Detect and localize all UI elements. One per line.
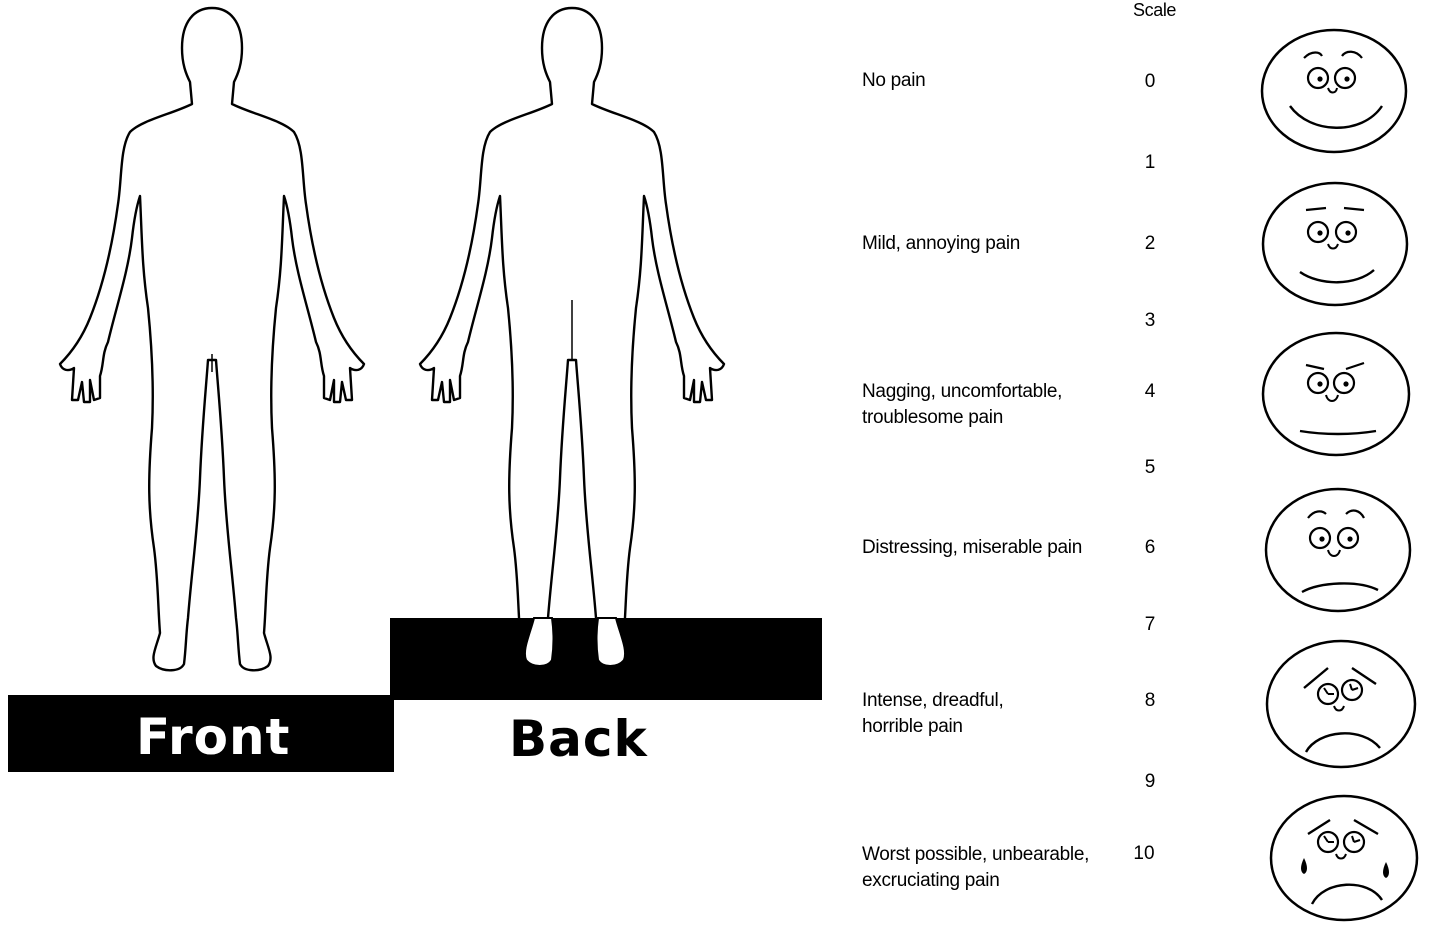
scale-number-3: 3 [1130, 310, 1170, 332]
front-label: Front [136, 712, 290, 762]
back-feet [510, 610, 640, 674]
descriptor-2: Mild, annoying pain [862, 231, 1112, 257]
descriptor-4: Nagging, uncomfortable, troublesome pain [862, 379, 1112, 431]
scale-number-0: 0 [1130, 71, 1170, 93]
body-outlines [0, 0, 830, 930]
descriptor-0: No pain [862, 68, 1112, 94]
scale-number-6: 6 [1130, 537, 1170, 559]
smiling-face-icon [1258, 28, 1412, 158]
scale-number-5: 5 [1130, 457, 1170, 479]
descriptor-10: Worst possible, unbearable, excruciating… [862, 842, 1112, 894]
scale-title: Scale [1133, 0, 1176, 21]
frowning-face-icon [1262, 486, 1416, 616]
descriptor-6: Distressing, miserable pain [862, 535, 1112, 561]
scale-number-7: 7 [1130, 614, 1170, 636]
scale-number-10: 10 [1124, 843, 1164, 865]
scale-number-1: 1 [1130, 152, 1170, 174]
worried-face-icon [1264, 638, 1420, 772]
neutral-face-icon [1260, 331, 1416, 459]
scale-number-4: 4 [1130, 381, 1170, 403]
descriptor-8: Intense, dreadful, horrible pain [862, 688, 1112, 740]
back-label: Back [509, 714, 648, 764]
scale-number-9: 9 [1130, 771, 1170, 793]
scale-number-8: 8 [1130, 690, 1170, 712]
mild-smile-face-icon [1260, 180, 1414, 310]
front-body-outline [60, 8, 364, 670]
crying-face-icon [1268, 792, 1424, 924]
scale-number-2: 2 [1130, 233, 1170, 255]
